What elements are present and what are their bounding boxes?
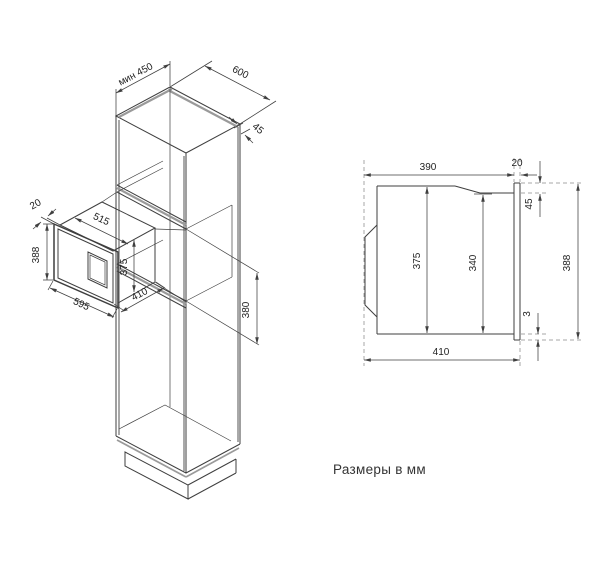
dim-label-body-height: 375 bbox=[119, 258, 130, 275]
dim-label-side-total-depth: 410 bbox=[433, 347, 450, 358]
dim-label-body-width: 515 bbox=[91, 211, 111, 228]
dim-label-frame-width: 45 bbox=[250, 121, 266, 137]
side-dimensions: 390 20 45 3 388 375 340 410 bbox=[363, 158, 580, 362]
dim-label-niche-height: 380 bbox=[241, 301, 252, 318]
cabinet bbox=[114, 86, 242, 500]
iso-view: мин 450 600 45 20 515 388 bbox=[28, 60, 277, 500]
dim-label-panel-width: 595 bbox=[71, 296, 91, 313]
dim-label-side-panel-thickness: 20 bbox=[511, 158, 523, 169]
dim-label-panel-overhang: 20 bbox=[28, 197, 44, 212]
dim-label-side-bottom-clearance: 3 bbox=[522, 311, 533, 317]
side-view: 390 20 45 3 388 375 340 410 bbox=[363, 158, 584, 366]
dim-label-body-depth: 410 bbox=[130, 286, 150, 304]
dim-label-side-body-depth: 390 bbox=[420, 162, 437, 173]
dim-label-side-body-height: 375 bbox=[412, 252, 423, 269]
units-caption: Размеры в мм bbox=[333, 462, 426, 477]
side-body bbox=[363, 158, 584, 366]
dim-label-side-panel-height: 388 bbox=[562, 254, 573, 271]
dim-label-panel-height: 388 bbox=[31, 246, 42, 263]
dim-label-side-rear-height: 340 bbox=[468, 254, 479, 271]
dim-label-side-top-clearance: 45 bbox=[524, 198, 535, 210]
dim-label-cabinet-width: 600 bbox=[230, 64, 250, 82]
